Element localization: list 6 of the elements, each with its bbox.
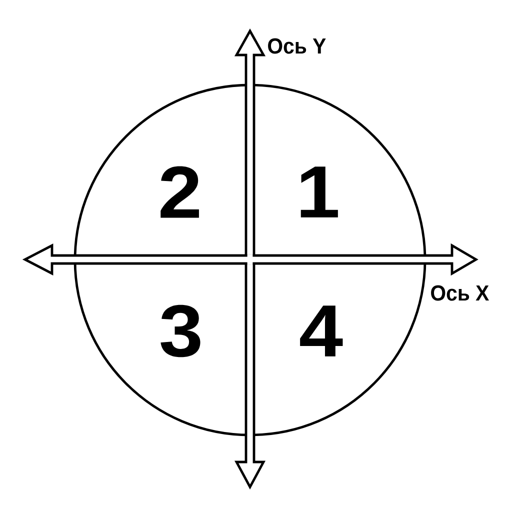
- axis-label: Ось Y: [268, 38, 326, 54]
- quadrant-number: 3: [160, 304, 200, 358]
- quadrant-number: 4: [300, 306, 343, 356]
- axis-label: Ось X: [431, 285, 489, 301]
- quadrant-number: 1: [300, 166, 338, 218]
- quadrant-number: 2: [160, 166, 199, 218]
